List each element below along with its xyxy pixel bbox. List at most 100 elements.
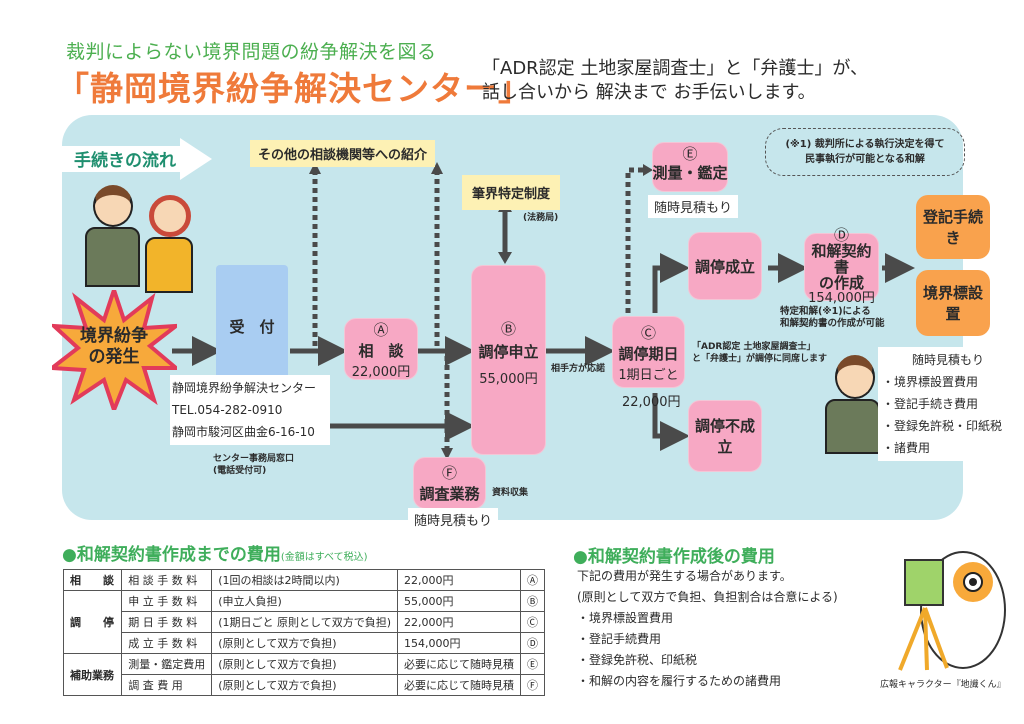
office-note-line-1: センター事務局窓口 (213, 454, 295, 464)
center-name: 静岡境界紛争解決センター (172, 381, 317, 395)
specific-note-line-1: 特定和解(※1)による (780, 306, 871, 317)
costs-after-list: 下記の費用が発生する場合があります。 (原則として双方で負担、負担割合は合意によ… (577, 566, 838, 692)
consult-label: 相 談 (358, 341, 404, 360)
table-row: 調 停 申 立 手 数 料 (申立人負担) 55,000円 Ⓑ (62, 590, 545, 654)
session-label: 調停期日 (618, 344, 679, 363)
dispute-line-2: の発生 (88, 347, 140, 367)
application-label: 調停申立 (478, 343, 539, 361)
cost-amount: 55,000円 (397, 590, 521, 612)
cost-item: 期 日 手 数 料 (121, 611, 213, 633)
investigation-mark: Ⓕ (441, 464, 457, 482)
failure-label: 調停不成立 (694, 417, 755, 456)
after-estimate-list: 随時見積もり ・境界標設置費用 ・登記手続き費用 ・登録免許税・印紙税 ・諸費用 (878, 347, 1018, 461)
mascot-illustration (898, 551, 1006, 671)
cost-desc: (1回の相談は2時間以内) (211, 569, 398, 591)
specific-note-line-2: 和解契約書の作成が可能 (780, 318, 885, 329)
cost-group: 調 停 (62, 590, 123, 654)
dispute-line-1: 境界紛争 (80, 326, 148, 346)
success-label: 調停成立 (694, 257, 755, 276)
registration-box: 登記手続き (916, 195, 990, 259)
costs-after-line: ・和解の内容を履行するための諸費用 (577, 674, 782, 688)
cost-amount: 必要に応じて随時見積 (397, 653, 521, 675)
after-list-item: ・登録免許税・印紙税 (882, 419, 1003, 433)
cost-mark: Ⓒ (520, 611, 545, 633)
cost-mark: Ⓐ (520, 569, 545, 591)
cost-desc: (1期日ごと 原則として双方で負担) (211, 611, 398, 633)
survey-estimate: 随時見積もり (648, 195, 739, 218)
session-sub: 1期日ごと (618, 367, 679, 383)
after-list-item: ・諸費用 (882, 441, 931, 455)
center-info: 静岡境界紛争解決センター TEL.054-282-0910 静岡市駿河区曲金6-… (170, 375, 330, 445)
worried-woman-illustration (145, 195, 195, 300)
success-box: 調停成立 (688, 232, 762, 300)
office-note-line-2: (電話受付可) (213, 466, 267, 476)
costs-after-line: ・境界標設置費用 (577, 611, 674, 625)
cost-item: 成 立 手 数 料 (121, 632, 213, 654)
center-address: 静岡市駿河区曲金6-16-10 (172, 425, 315, 439)
investigation-estimate: 随時見積もり (408, 508, 499, 531)
costs-after-line: 下記の費用が発生する場合があります。 (577, 569, 792, 583)
attend-note: 「ADR認定 土地家屋調査士」 と「弁護士」が調停に同席します (692, 341, 827, 365)
cost-item: 調 査 費 用 (121, 674, 213, 696)
registration-label: 登記手続き (922, 208, 983, 247)
cloud-note-line-2: 民事執行が可能となる和解 (805, 154, 925, 165)
flow-section-label: 手続きの流れ (74, 151, 176, 171)
table-row: 補助業務 測量・鑑定費用 (原則として双方で負担) 必要に応じて随時見積 Ⓔ (62, 653, 545, 696)
attend-note-line-1: 「ADR認定 土地家屋調査士」 (692, 342, 816, 352)
reception-label: 受 付 (229, 317, 275, 336)
costs-after-line: ・登録免許税、印紙税 (577, 653, 698, 667)
specific-note: 特定和解(※1)による 和解契約書の作成が可能 (780, 306, 885, 330)
survey-label: 測量・鑑定 (652, 164, 728, 182)
survey-mark: Ⓔ (682, 145, 698, 163)
cost-item: 測量・鑑定費用 (121, 653, 213, 675)
application-mark: Ⓑ (500, 320, 516, 338)
cost-item: 相 談 手 数 料 (121, 569, 213, 591)
tagline: 「ADR認定 土地家屋調査士」と「弁護士」が、 話し合いから 解決まで お手伝い… (482, 57, 868, 105)
consult-fee: 22,000円 (351, 364, 411, 380)
investigation-label: 調査業務 (419, 485, 480, 503)
reception-box: 受 付 (216, 265, 288, 387)
table-row: 調 査 費 用 (原則として双方で負担) 必要に応じて随時見積 Ⓕ (64, 674, 545, 696)
contract-mark: Ⓓ (833, 226, 849, 244)
application-fee: 55,000円 (479, 372, 538, 387)
contract-fee: 154,000円 (808, 291, 875, 306)
table-row: 期 日 手 数 料 (1期日ごと 原則として双方で負担) 22,000円 Ⓒ (64, 611, 545, 633)
table-row: 成 立 手 数 料 (原則として双方で負担) 154,000円 Ⓓ (64, 632, 545, 654)
marker-install-label: 境界標設置 (922, 284, 983, 323)
dispute-label: 境界紛争 の発生 (60, 326, 168, 368)
legal-bureau-note: (法務局) (523, 213, 559, 223)
investigation-note: 資料収集 (492, 488, 529, 498)
contract-label-line-1: 和解契約書 (811, 242, 872, 276)
costs-after-line: ・登記手続費用 (577, 632, 662, 646)
application-box: Ⓑ 調停申立 55,000円 (471, 265, 546, 455)
cost-mark: Ⓑ (520, 590, 545, 612)
cost-item: 申 立 手 数 料 (121, 590, 213, 612)
cost-group: 補助業務 (62, 653, 123, 696)
cloud-note: (※1) 裁判所による執行決定を得て 民事執行が可能となる和解 (765, 128, 965, 176)
attend-note-line-2: と「弁護士」が調停に同席します (692, 354, 828, 364)
cost-amount: 22,000円 (397, 569, 521, 591)
after-list-item: ・登記手続き費用 (882, 397, 979, 411)
cost-mark: Ⓔ (520, 653, 545, 675)
peace-sign-man-illustration (825, 355, 880, 460)
referral-box: その他の相談機関等への紹介 (250, 140, 436, 167)
survey-box: Ⓔ 測量・鑑定 (652, 142, 728, 192)
boundary-system-box: 筆界特定制度 (462, 175, 561, 210)
center-tel[interactable]: TEL.054-282-0910 (172, 403, 283, 417)
cost-mark: Ⓓ (520, 632, 545, 654)
marker-install-box: 境界標設置 (916, 270, 990, 336)
cost-desc: (原則として双方で負担) (211, 632, 398, 654)
after-list-heading: 随時見積もり (911, 353, 984, 367)
costs-after-heading: ●和解契約書作成後の費用 (573, 547, 775, 567)
session-box: Ⓒ 調停期日 1期日ごと (612, 316, 685, 388)
cost-amount: 必要に応じて随時見積 (397, 674, 521, 696)
mascot-caption: 広報キャラクター『地識くん』 (880, 680, 1006, 690)
office-note: センター事務局窓口 (電話受付可) (213, 453, 294, 477)
cost-desc: (申立人負担) (211, 590, 398, 612)
cost-desc: (原則として双方で負担) (211, 653, 398, 675)
tagline-line-2: 話し合いから 解決まで お手伝いします。 (482, 82, 816, 103)
page-title: 「静岡境界紛争解決センター」 (56, 69, 532, 108)
session-fee: 22,000円 (622, 395, 681, 410)
costs-after-line: (原則として双方で負担、負担割合は合意による) (577, 590, 838, 604)
tagline-line-1: 「ADR認定 土地家屋調査士」と「弁護士」が、 (482, 58, 869, 79)
